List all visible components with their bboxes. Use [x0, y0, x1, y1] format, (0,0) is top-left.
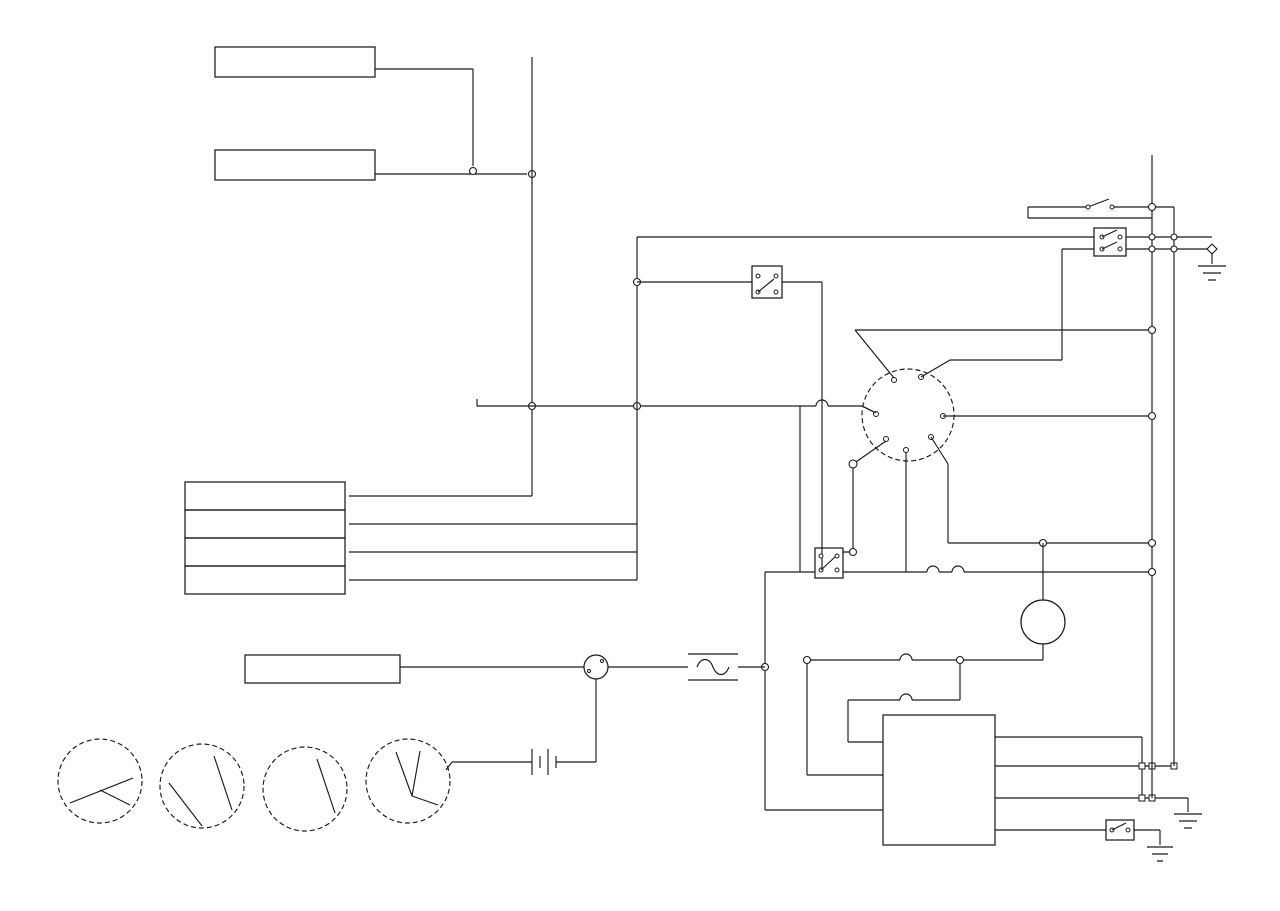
solenoid — [583, 654, 688, 762]
rmc-module — [882, 714, 1189, 846]
right-buses — [1151, 155, 1175, 798]
ignition-positions — [57, 738, 451, 832]
afterfire-sol-box — [184, 509, 346, 539]
junction — [1147, 567, 1157, 577]
key-switch — [848, 249, 1152, 572]
seat-switch — [1062, 227, 1226, 281]
fuse — [688, 653, 765, 681]
pto-switch — [637, 236, 1094, 572]
battery — [445, 749, 596, 775]
rmc-feed-wires — [760, 572, 1043, 811]
engine-bus — [349, 237, 642, 581]
alternator-ac-box — [184, 481, 346, 511]
starter-box — [244, 654, 584, 684]
ammeter — [1020, 543, 1066, 660]
ground-symbol — [1147, 846, 1173, 862]
junction — [1147, 325, 1157, 335]
ground-symbol — [1198, 265, 1226, 281]
brake-switch — [765, 547, 1152, 579]
headlights-2-box — [214, 149, 527, 181]
alternator-dc-box — [184, 537, 346, 567]
ground-e-symbol — [1174, 813, 1202, 829]
park-switch — [1027, 198, 1174, 219]
wire-10-grn-run — [476, 399, 877, 414]
junction — [1147, 411, 1157, 421]
reverse-switch — [1105, 819, 1173, 862]
connector — [468, 166, 478, 176]
junction — [1147, 538, 1157, 548]
wire-20-blu-run — [349, 57, 537, 497]
magneto-box — [184, 565, 346, 595]
headlights-1-box — [214, 46, 474, 166]
